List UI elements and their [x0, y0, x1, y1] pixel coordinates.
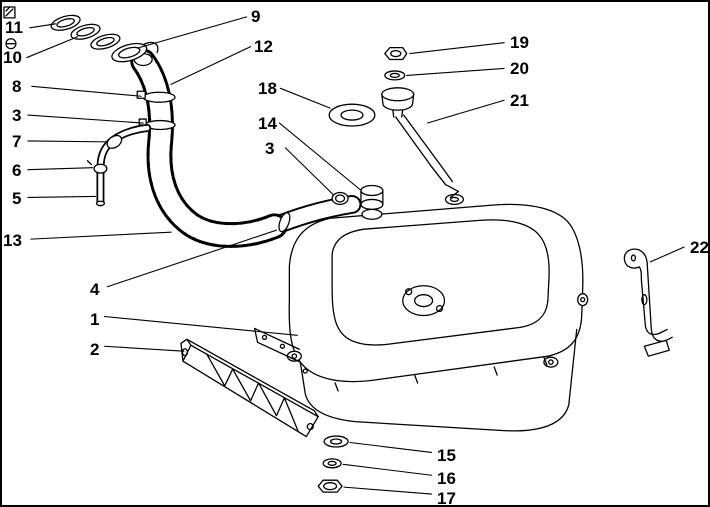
- callout-5: 5: [12, 189, 22, 208]
- callout-21: 21: [510, 91, 529, 110]
- fuel-tank: [253, 193, 589, 432]
- note-square-icon: [3, 6, 16, 19]
- callout-6: 6: [12, 161, 22, 180]
- support-bracket: [180, 338, 319, 438]
- callout-22: 22: [690, 238, 709, 257]
- filler-hose: [130, 48, 288, 248]
- callout-7: 7: [12, 132, 22, 151]
- note-circle-icon: [5, 38, 17, 50]
- callout-10: 10: [3, 48, 22, 67]
- callout-16: 16: [437, 469, 456, 488]
- bottom-washers-nut: [317, 435, 349, 493]
- leader-lines: [26, 16, 685, 495]
- callout-17: 17: [437, 489, 456, 507]
- callout-3-left: 3: [12, 106, 22, 125]
- hose-clamps: [136, 90, 291, 233]
- callout-11: 11: [5, 18, 23, 37]
- callout-8: 8: [12, 77, 22, 96]
- tank-inlet-seal: [331, 184, 384, 210]
- callout-18: 18: [258, 79, 277, 98]
- retaining-strap: [623, 248, 673, 357]
- callout-2: 2: [90, 340, 100, 359]
- fuel-sender-unit: [328, 46, 460, 199]
- callout-4: 4: [90, 280, 100, 299]
- callout-14: 14: [258, 114, 277, 133]
- callout-3-mid: 3: [265, 139, 275, 158]
- callout-20: 20: [510, 59, 529, 78]
- callout-19: 19: [510, 33, 529, 52]
- callout-9: 9: [251, 7, 261, 26]
- vent-hose: [86, 124, 152, 207]
- callout-15: 15: [437, 446, 456, 465]
- callout-12: 12: [254, 37, 273, 56]
- callout-1: 1: [90, 310, 100, 329]
- callout-13: 13: [3, 231, 22, 250]
